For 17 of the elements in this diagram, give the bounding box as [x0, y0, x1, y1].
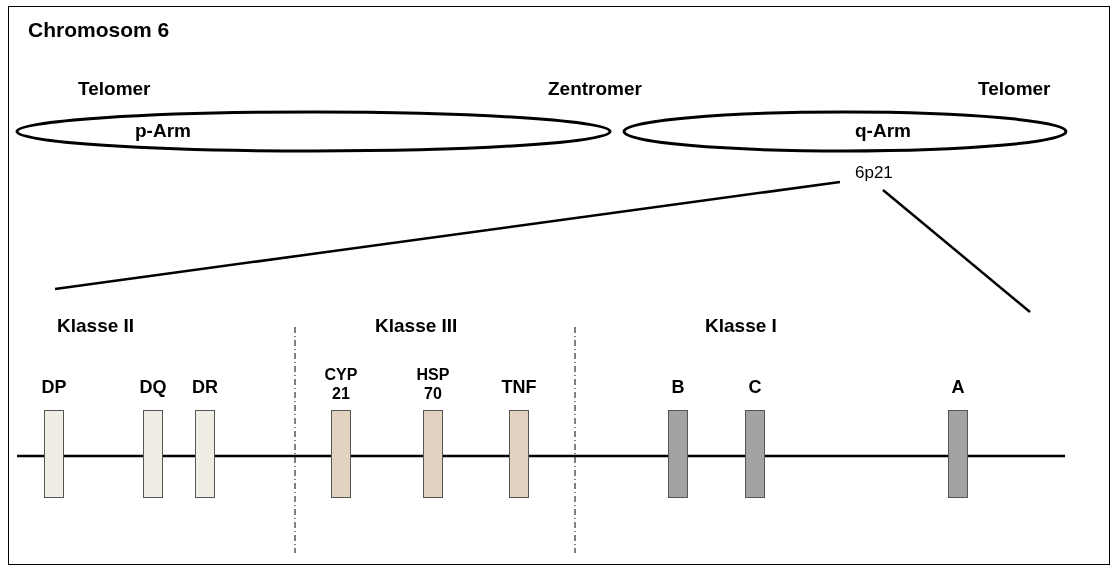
- centromere-label: Zentromer: [548, 78, 642, 100]
- gene-label: TNF: [500, 378, 538, 397]
- arm-label: p-Arm: [135, 120, 191, 142]
- title: Chromosom 6: [28, 18, 170, 42]
- gene-label: B: [670, 378, 686, 397]
- gene-label: DP: [40, 378, 68, 397]
- band-label: 6p21: [855, 163, 893, 183]
- gene-label: C: [747, 378, 763, 397]
- class-label: Klasse III: [375, 315, 458, 337]
- telomer-label: Telomer: [78, 78, 151, 100]
- gene-label: A: [950, 378, 966, 397]
- arm-label: q-Arm: [855, 120, 911, 142]
- telomer-label: Telomer: [978, 78, 1051, 100]
- class-label: Klasse I: [705, 315, 777, 337]
- class-label: Klasse II: [57, 315, 135, 337]
- gene-label: CYP 21: [323, 365, 359, 403]
- gene-label: HSP 70: [415, 365, 451, 403]
